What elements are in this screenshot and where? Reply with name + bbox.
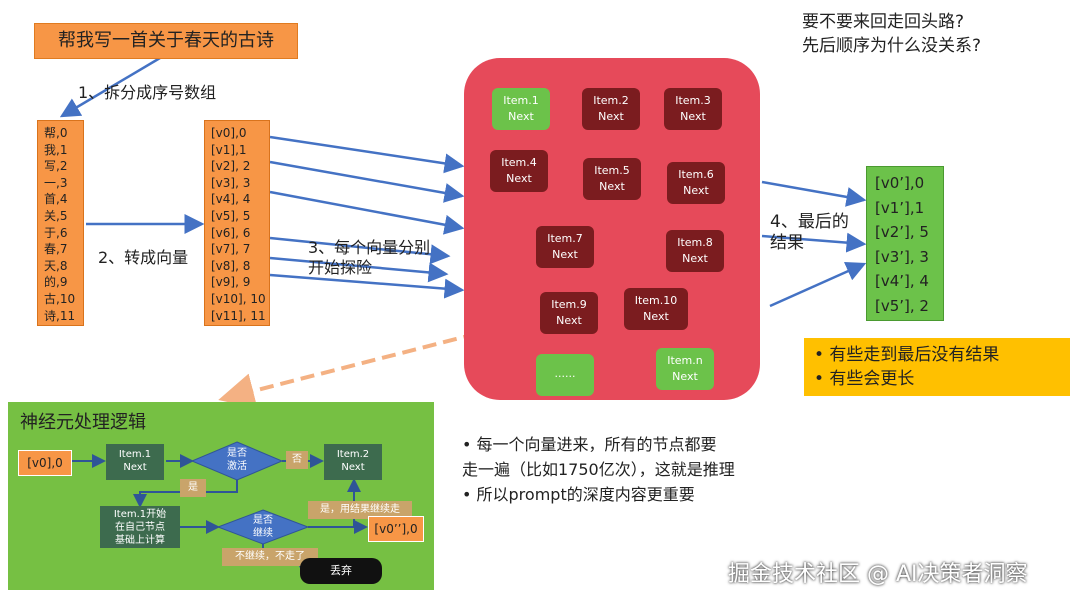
arrow-title-to-chars — [59, 56, 161, 118]
char-item: 我,1 — [44, 142, 68, 157]
node-ellipsis: ...... — [536, 354, 594, 396]
no-label-1: 否 — [286, 451, 308, 469]
decision-activate-label: 是否激活 — [227, 448, 247, 472]
result-item: [v5’], 2 — [875, 296, 929, 315]
vector-item: [v4], 4 — [211, 192, 251, 207]
prompt-title-box: 帮我写一首关于春天的古诗 — [34, 23, 298, 59]
vector-item: [v5], 5 — [211, 208, 251, 223]
vector-item: [v9], 9 — [211, 275, 251, 290]
char-item: 于,6 — [44, 225, 68, 240]
bullet-1: • 每一个向量进来，所有的节点都要 — [462, 435, 717, 454]
result-item: [v3’], 3 — [875, 247, 929, 266]
result-item: [v0’],0 — [875, 174, 925, 192]
result-item: [v1’],1 — [875, 198, 925, 217]
note-1: • 有些走到最后没有结果 — [814, 345, 1000, 365]
discard-box: 丢弃 — [300, 558, 382, 584]
vector-item: [v11], 11 — [211, 308, 266, 323]
neuro-input: [v0],0 — [18, 450, 72, 476]
neuron-logic-title: 神经元处理逻辑 — [20, 412, 146, 433]
notes-box: • 有些走到最后没有结果 • 有些会更长 — [804, 338, 1070, 396]
vector-item: [v3], 3 — [211, 175, 251, 190]
char-item: 诗,11 — [44, 308, 76, 323]
bullet-list: • 每一个向量进来，所有的节点都要 走一遍（比如1750亿次），这就是推理 • … — [462, 432, 735, 507]
no-continue-label: 不继续，不走了 — [222, 548, 318, 566]
bullet-1-cont: 走一遍（比如1750亿次），这就是推理 — [462, 460, 735, 479]
result-item: [v4’], 4 — [875, 272, 929, 290]
char-item: 首,4 — [44, 192, 68, 207]
vector-item: [v7], 7 — [211, 242, 251, 257]
question-text: 要不要来回走回头路? 先后顺序为什么没关系? — [802, 12, 982, 56]
vector-item: [v0],0 — [211, 126, 247, 140]
char-item: 关,5 — [44, 208, 68, 223]
vector-item: [v10], 10 — [211, 291, 266, 306]
decision-continue-label: 是否继续 — [253, 515, 273, 539]
result-item: [v2’], 5 — [875, 223, 929, 241]
step2-label: 2、转成向量 — [98, 248, 189, 267]
yes-label-1: 是 — [180, 479, 206, 497]
vector-item: [v8], 8 — [211, 258, 251, 273]
char-item: 春,7 — [44, 242, 68, 257]
decision-continue-shape — [216, 509, 310, 545]
yes-continue-label: 是，用结果继续走 — [308, 501, 412, 519]
results-box: [v0’],0 [v1’],1 [v2’], 5 [v3’], 3 [v4’], 4 [v… — [866, 166, 944, 321]
step4-label: 4、最后的 结果 — [770, 212, 849, 253]
char-item: 帮,0 — [44, 126, 68, 140]
char-item: 天,8 — [44, 258, 68, 273]
decision-activate-shape — [190, 441, 284, 481]
vectors-column: [v0],0 [v1],1 [v2], 2[v3], 3 [v4], 4[v5], 5… — [204, 120, 270, 326]
bullet-2: • 所以prompt的深度内容更重要 — [462, 485, 695, 504]
vector-item: [v2], 2 — [211, 159, 251, 174]
neuro-output: [v0’’],0 — [368, 516, 424, 542]
vector-item: [v1],1 — [211, 142, 247, 157]
char-item: 古,10 — [44, 291, 76, 306]
vector-item: [v6], 6 — [211, 225, 251, 240]
note-2: • 有些会更长 — [814, 369, 915, 389]
char-item: 的,9 — [44, 275, 68, 290]
char-item: 一,3 — [44, 175, 68, 190]
step3-label: 3、每个向量分别 开始探险 — [308, 238, 431, 277]
neuro-process: Item.1开始在自己节点基础上计算 — [100, 506, 180, 548]
watermark: 掘金技术社区 @ AI决策者洞察 — [728, 562, 1028, 587]
char-item: 写,2 — [44, 159, 68, 174]
step1-label: 1、拆分成序号数组 — [78, 83, 217, 102]
